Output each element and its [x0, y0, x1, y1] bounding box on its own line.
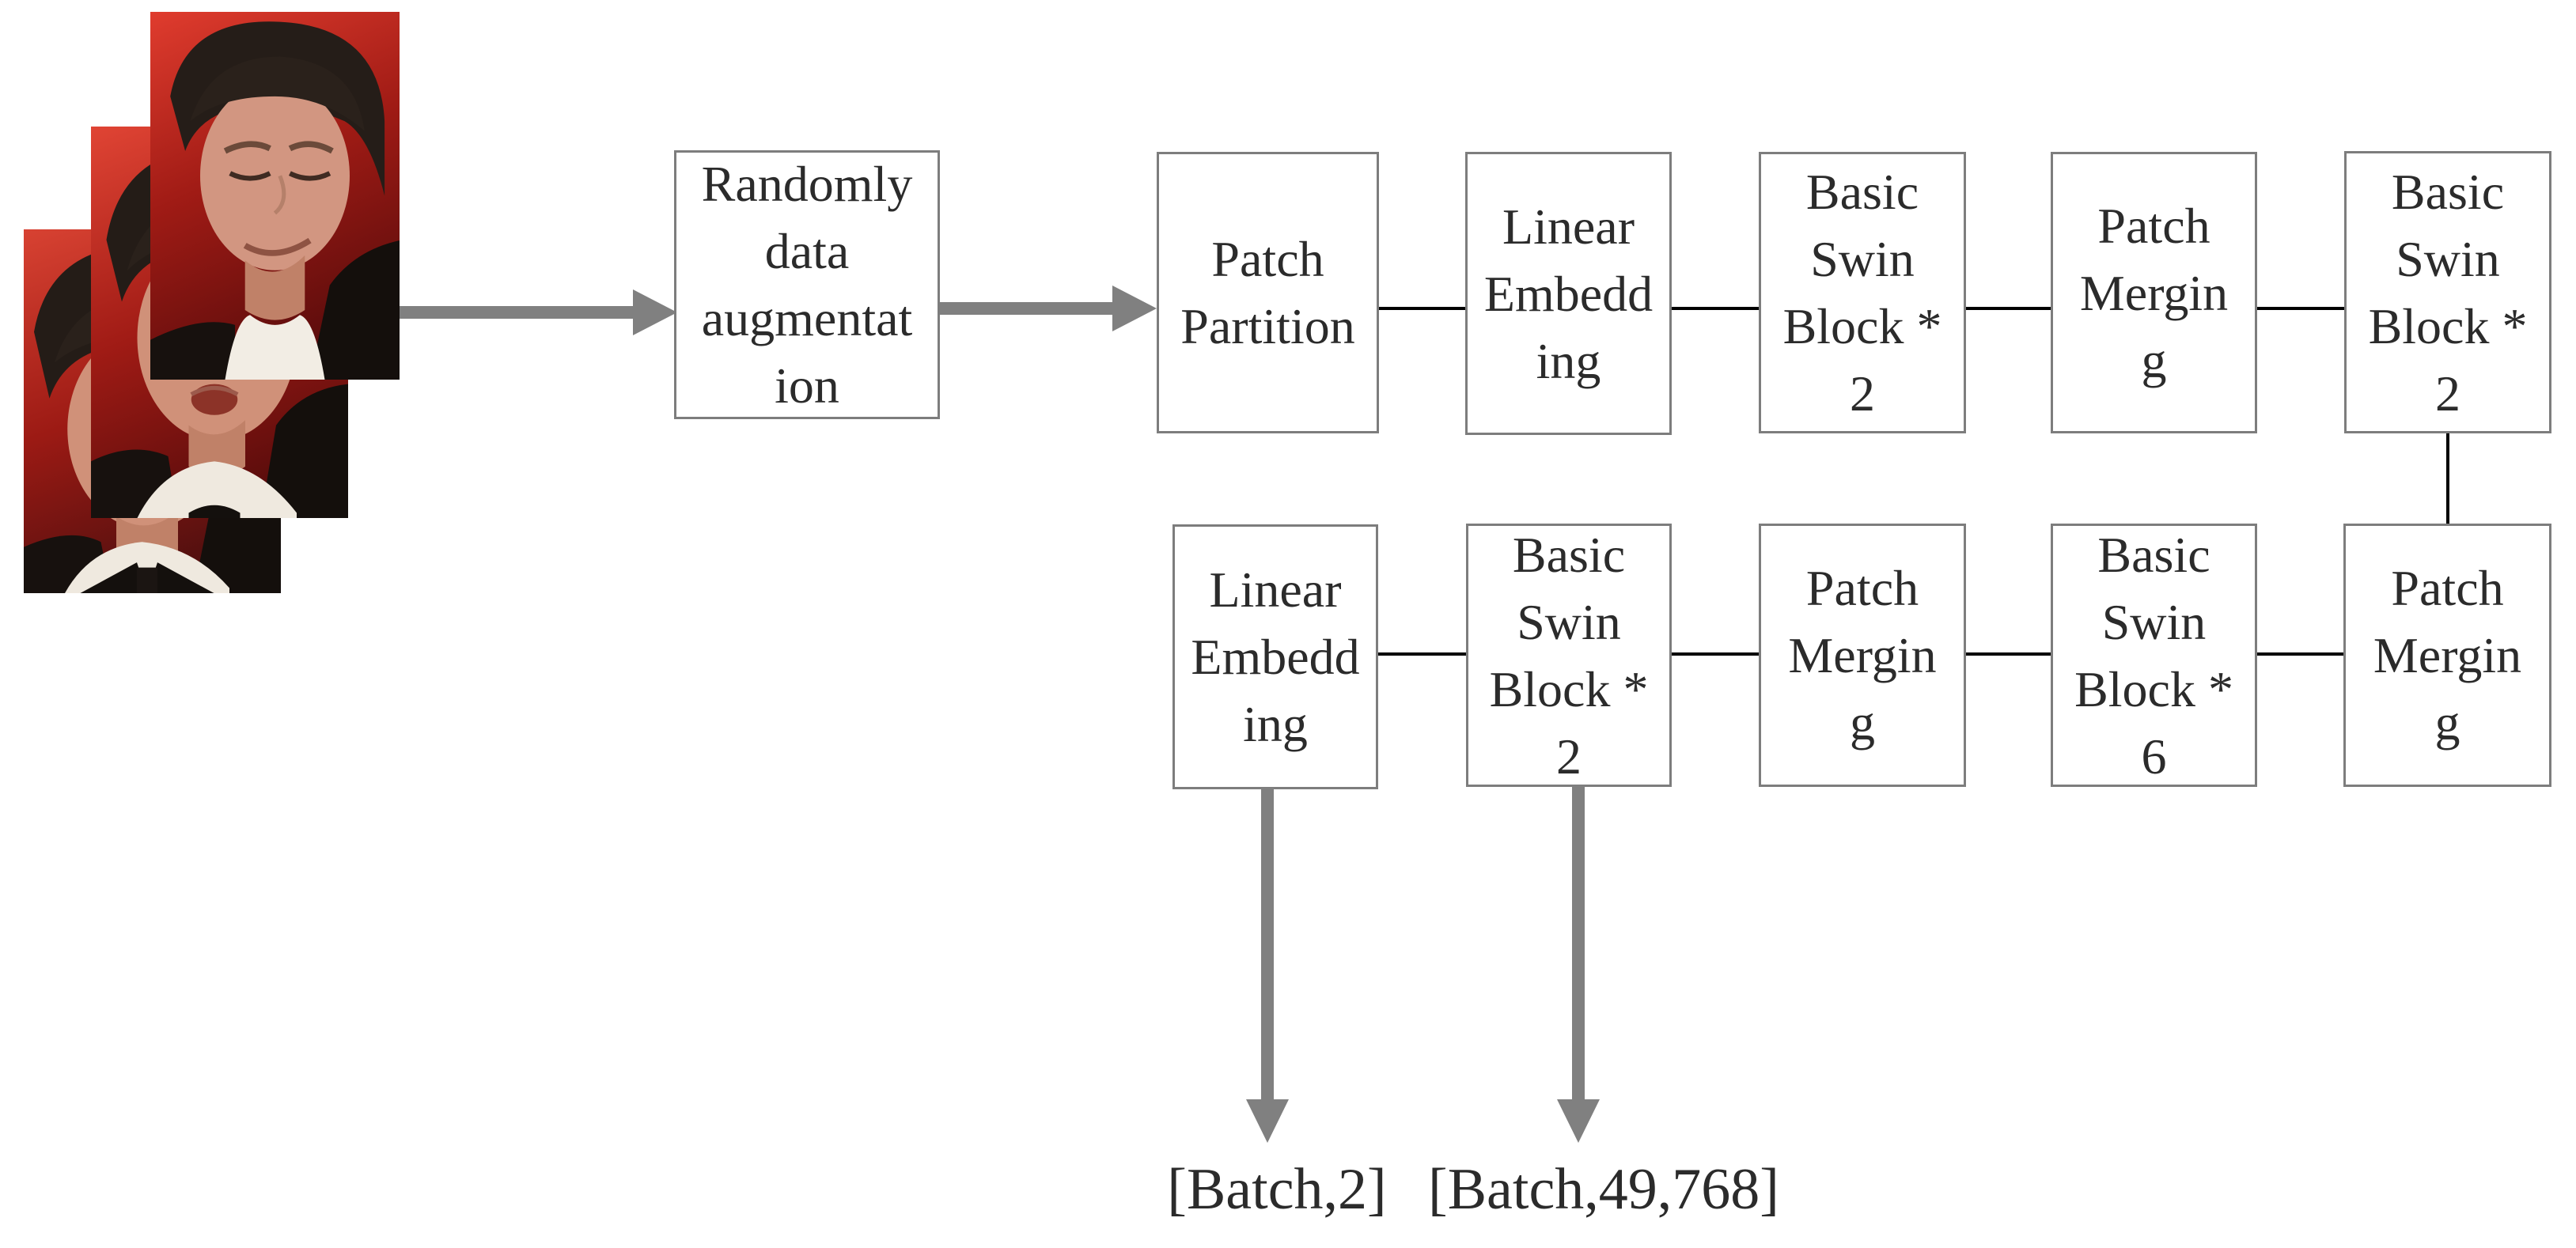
connector-top-row-to-bottom-row: [2446, 433, 2449, 524]
connector-swin-block-to-patch-merging: [1966, 307, 2051, 310]
connector-swin-block6-to-patch-merging-bottom: [1966, 652, 2051, 656]
arrow-swin-block-to-batch49768-head: [1557, 1099, 1600, 1143]
connector-patch-merging-to-swin-block: [2257, 307, 2344, 310]
face-photo-front: [150, 12, 400, 380]
arrow-swin-block-to-batch49768: [1572, 785, 1585, 1099]
arrow-augmentation-to-patch-partition-head: [1112, 286, 1157, 331]
connector-patch-merging-to-swin-block-bottom: [1672, 652, 1759, 656]
output-label-batch-49-768: [Batch,49,768]: [1428, 1157, 1779, 1222]
connector-patch-merging-to-swin-block6-bottom: [2257, 652, 2343, 656]
arrow-linear-embedding-to-batch2: [1261, 788, 1274, 1099]
arrow-input-to-augmentation: [400, 306, 633, 319]
output-label-batch-2: [Batch,2]: [1167, 1157, 1387, 1222]
connector-patch-partition-to-linear-embedding: [1379, 307, 1465, 310]
arrow-input-to-augmentation-head: [633, 289, 677, 335]
arrow-augmentation-to-patch-partition: [940, 302, 1112, 315]
connector-linear-embedding-to-swin-block: [1672, 307, 1759, 310]
arrow-linear-embedding-to-batch2-head: [1246, 1099, 1289, 1143]
connector-swin-block-to-linear-embedding-bottom: [1378, 652, 1466, 656]
